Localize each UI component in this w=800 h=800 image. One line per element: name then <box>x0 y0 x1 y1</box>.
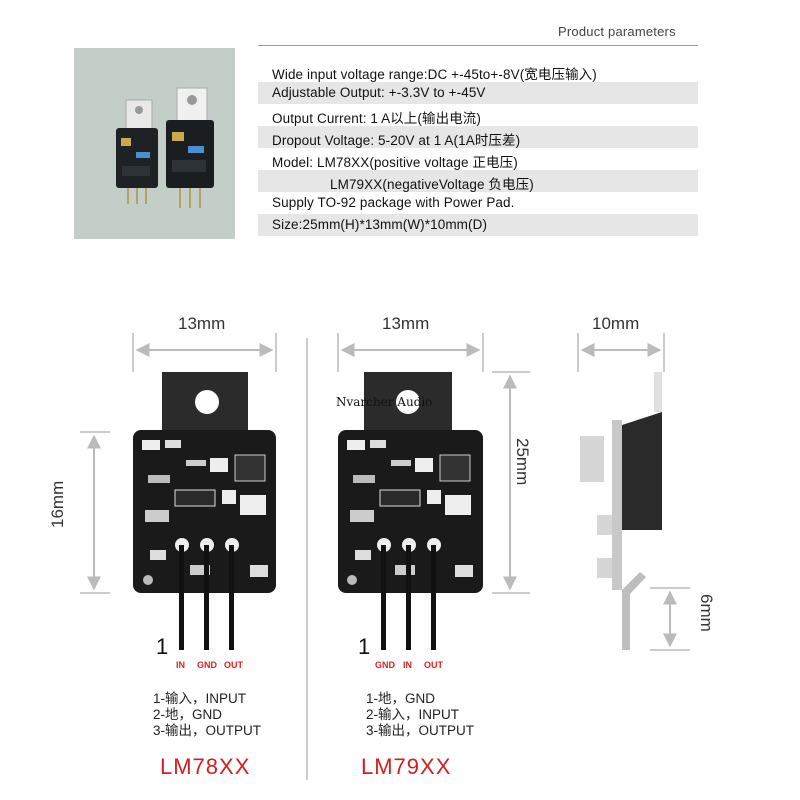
depth-label: 10mm <box>592 314 640 333</box>
pin-label-mid-1: GND <box>375 660 395 670</box>
param-model-negative: LM79XX(negativeVoltage 负电压) <box>330 177 534 192</box>
legend-left-line: 1-输入，INPUT <box>153 691 247 706</box>
height-dimension-left <box>80 431 110 594</box>
param-row: Model: LM78XX(positive voltage 正电压) <box>258 148 698 170</box>
pin-label-mid-3: OUT <box>424 660 443 670</box>
param-model-positive: Model: LM78XX(positive voltage 正电压) <box>272 155 518 170</box>
param-adjustable-output: Adjustable Output: +-3.3V to +-45V <box>272 85 486 100</box>
param-package: Supply TO-92 package with Power Pad. <box>272 195 515 210</box>
lm79xx-module <box>338 372 483 650</box>
pin-label-mid-2: IN <box>403 660 412 670</box>
param-size: Size:25mm(H)*13mm(W)*10mm(D) <box>272 217 488 232</box>
param-input-voltage: Wide input voltage range:DC +-45to+-8V(宽… <box>272 67 597 82</box>
legend-mid-line: 1-地，GND <box>366 691 436 706</box>
legend-mid: 1-地，GND 2-输入，INPUT 3-输出，OUTPUT <box>366 691 474 739</box>
legend-left-line: 3-输出，OUTPUT <box>153 723 261 738</box>
legend-mid-line: 3-输出，OUTPUT <box>366 723 474 738</box>
width-dimension-mid <box>337 333 484 372</box>
pin1-marker-mid: 1 <box>358 634 371 659</box>
param-row: Output Current: 1 A以上(输出电流) <box>258 104 698 126</box>
width-label-mid: 13mm <box>382 314 430 333</box>
model-name-left: LM78XX <box>160 754 251 779</box>
width-dimension-left <box>132 333 277 372</box>
param-row: Size:25mm(H)*13mm(W)*10mm(D) <box>258 214 698 236</box>
header-divider <box>258 45 698 46</box>
param-row: LM79XX(negativeVoltage 负电压) <box>258 170 698 192</box>
model-name-mid: LM79XX <box>361 754 452 779</box>
product-photo <box>74 48 235 239</box>
pin-length-label: 6mm <box>697 594 716 632</box>
product-photo-illustration <box>74 48 235 239</box>
legend-left-line: 2-地，GND <box>153 707 223 722</box>
watermark: Nvarcher Audio <box>336 395 433 409</box>
depth-dimension <box>577 333 665 372</box>
legend-mid-line: 2-输入，INPUT <box>366 707 460 722</box>
pin-label-left-1: IN <box>176 660 185 670</box>
pin-label-left-2: GND <box>197 660 217 670</box>
param-row: Adjustable Output: +-3.3V to +-45V <box>258 82 698 104</box>
param-row: Supply TO-92 package with Power Pad. <box>258 192 698 214</box>
param-dropout-voltage: Dropout Voltage: 5-20V at 1 A(1A时压差) <box>272 133 521 148</box>
height-dimension-mid <box>492 371 530 594</box>
height-label-mid: 25mm <box>513 438 532 486</box>
side-view <box>580 372 662 650</box>
pin-label-left-3: OUT <box>224 660 243 670</box>
param-output-current: Output Current: 1 A以上(输出电流) <box>272 111 482 126</box>
param-row: Dropout Voltage: 5-20V at 1 A(1A时压差) <box>258 126 698 148</box>
width-label-left: 13mm <box>178 314 226 333</box>
pin1-marker-left: 1 <box>156 634 169 659</box>
pin-length-dimension <box>650 587 690 651</box>
legend-left: 1-输入，INPUT 2-地，GND 3-输出，OUTPUT <box>153 691 261 739</box>
section-title: Product parameters <box>558 24 676 39</box>
height-label-left: 16mm <box>48 480 67 528</box>
lm78xx-module <box>133 372 276 650</box>
param-row: Wide input voltage range:DC +-45to+-8V(宽… <box>258 60 698 82</box>
